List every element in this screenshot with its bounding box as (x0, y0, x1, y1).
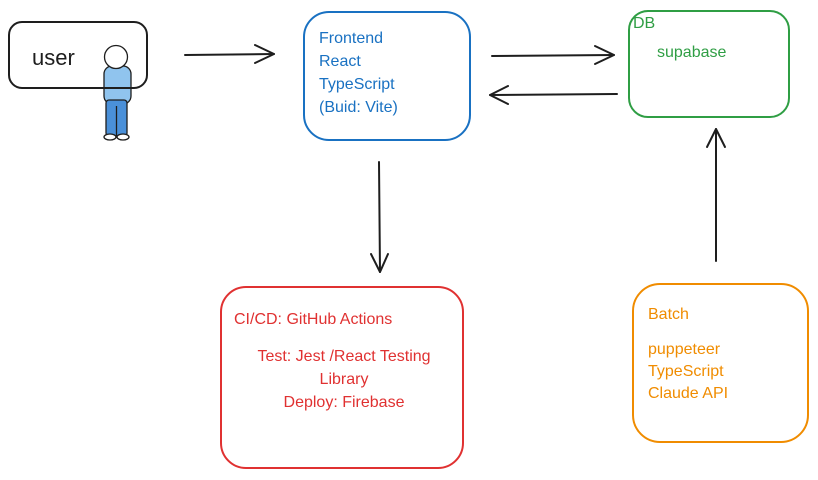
cicd-details: Test: Jest /React Testing Library Deploy… (222, 345, 466, 414)
arrow-frontend-to-db (491, 45, 615, 65)
cicd-node: CI/CD: GitHub Actions Test: Jest /React … (220, 286, 464, 469)
batch-details: puppeteer TypeScript Claude API (648, 339, 728, 405)
db-name: supabase (657, 44, 727, 61)
arrow-frontend-to-cicd (370, 161, 389, 273)
user-node: user (8, 21, 148, 89)
arrow-batch-to-db (706, 128, 726, 262)
cicd-line: Library (319, 371, 369, 388)
batch-line: Claude API (648, 385, 729, 402)
batch-node: Batch puppeteer TypeScript Claude API (632, 283, 809, 443)
user-label: user (32, 45, 75, 70)
cicd-title: CI/CD: GitHub Actions (234, 311, 393, 328)
frontend-text: Frontend React TypeScript (Buid: Vite) (319, 27, 398, 119)
cicd-line: Deploy: Firebase (283, 394, 405, 411)
frontend-line: React (319, 53, 361, 70)
db-node: DB supabase (628, 10, 790, 118)
arrow-user-to-frontend (184, 44, 275, 64)
cicd-line: Test: Jest /React Testing (257, 348, 431, 365)
frontend-line: (Buid: Vite) (319, 99, 398, 116)
batch-line: puppeteer (648, 341, 721, 358)
frontend-node: Frontend React TypeScript (Buid: Vite) (303, 11, 471, 141)
arrow-db-to-frontend (489, 85, 618, 105)
batch-line: TypeScript (648, 363, 724, 380)
frontend-line: Frontend (319, 30, 384, 47)
person-icon (103, 44, 132, 141)
batch-title: Batch (648, 306, 689, 323)
frontend-line: TypeScript (319, 76, 395, 93)
db-title: DB (633, 15, 656, 32)
